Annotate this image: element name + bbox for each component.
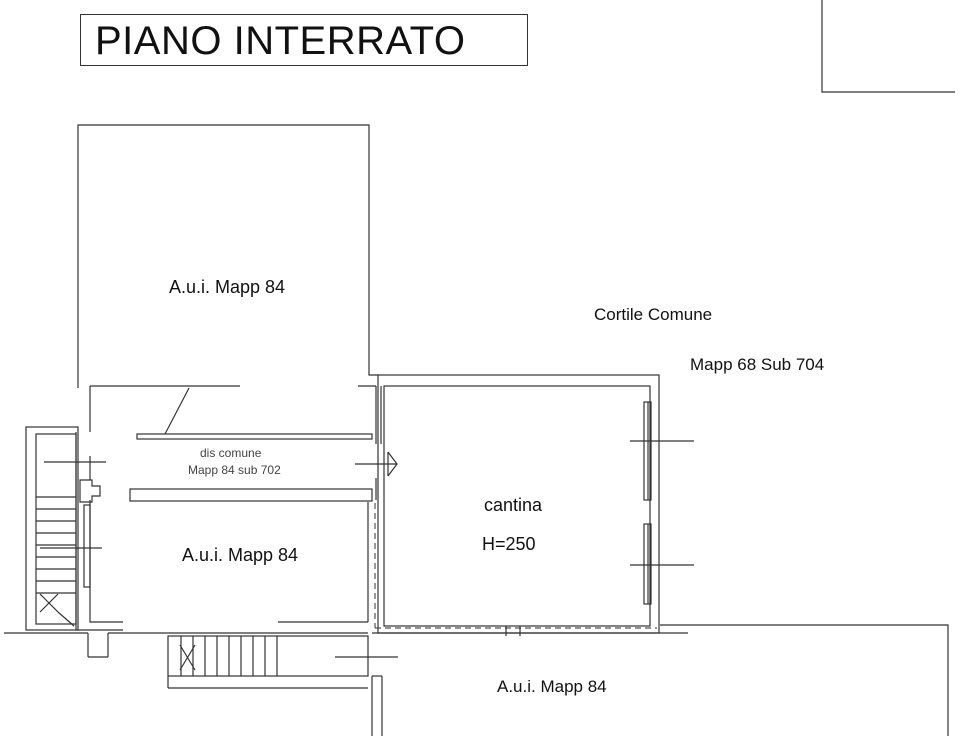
west-stair-treads — [36, 496, 76, 594]
aui-upper-room-outline — [77, 124, 378, 388]
area-label-cortile: Cortile Comune — [594, 305, 713, 324]
page-title: PIANO INTERRATO — [95, 19, 466, 63]
cantina-inner-wall — [383, 385, 651, 627]
area-label-mapp68: Mapp 68 Sub 704 — [690, 355, 825, 374]
corridor-lower-wall — [129, 488, 373, 502]
corridor-label: dis comune — [200, 446, 262, 460]
room-height-label: H=250 — [482, 534, 536, 554]
west-window — [83, 504, 91, 588]
aui-bottom-area-outline — [660, 624, 949, 736]
corridor-sub-label: Mapp 84 sub 702 — [188, 463, 281, 477]
title-frame: PIANO INTERRATO — [80, 14, 528, 66]
south-stair-treads — [180, 636, 278, 676]
room-label-aui-bottom: A.u.i. Mapp 84 — [497, 677, 607, 696]
adjacent-building-outline — [821, 0, 955, 93]
west-stair-outline — [25, 426, 79, 631]
room-label-cantina: cantina — [484, 495, 543, 515]
south-stair-outline — [167, 635, 369, 677]
door-swing-arrow — [387, 451, 398, 477]
room-label-aui-lower: A.u.i. Mapp 84 — [182, 545, 299, 565]
corridor-upper-wall — [136, 433, 373, 440]
room-label-aui-upper: A.u.i. Mapp 84 — [169, 277, 286, 297]
